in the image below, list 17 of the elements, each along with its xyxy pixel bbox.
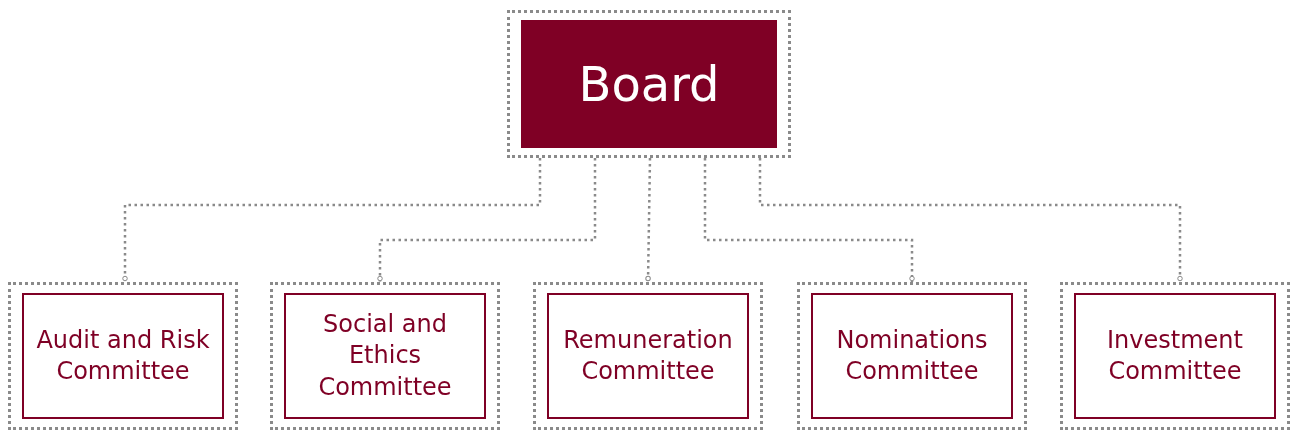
committee-name: Social and Ethics Committee [317,309,453,403]
committee-name: Investment Committee [1106,324,1244,387]
committee-frame [533,282,763,430]
committee-name: Nominations Committee [835,324,989,387]
committee-frame [270,282,500,430]
committee-frame [797,282,1027,430]
connector [122,158,542,282]
board-frame [507,10,791,158]
connector [377,158,597,282]
connector [758,158,1183,282]
connector [645,157,652,283]
committee-frame [1060,282,1290,430]
board-title: Board [578,56,720,112]
connector [703,158,915,282]
committee-frame [8,282,238,430]
committee-name: Audit and Risk Committee [35,324,211,387]
committee-name: Remuneration Committee [562,324,734,387]
